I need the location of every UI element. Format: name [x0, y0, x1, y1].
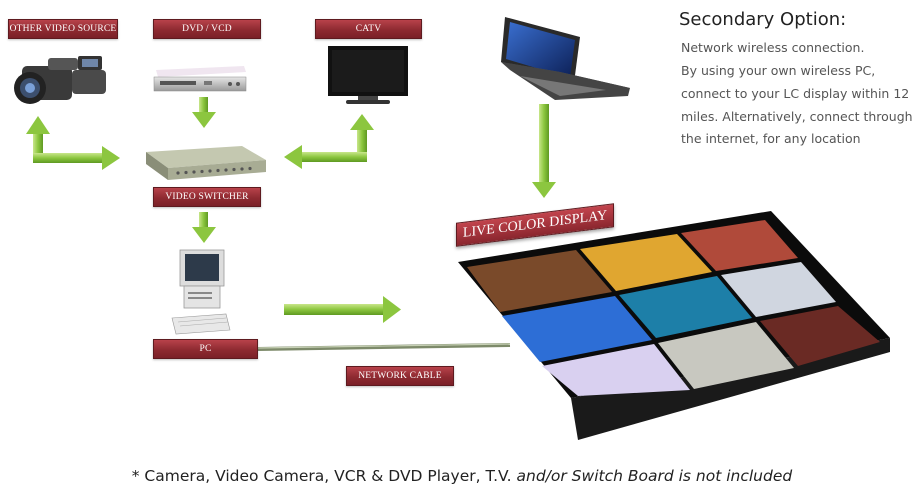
display-tiles: [467, 220, 880, 396]
label-video-switcher: VIDEO SWITCHER: [153, 187, 261, 207]
footnote: * Camera, Video Camera, VCR & DVD Player…: [0, 467, 924, 485]
arrow-camcorder-to-switcher: [26, 116, 120, 170]
label-catv: CATV: [315, 19, 422, 39]
video-switcher-icon: [146, 146, 266, 180]
secondary-option-title: Secondary Option:: [679, 9, 847, 30]
secondary-option-line: By using your own wireless PC,: [681, 63, 876, 78]
arrow-pc-to-display: [284, 296, 401, 323]
network-cable-line: [257, 343, 511, 351]
label-network-cable: NETWORK CABLE: [346, 366, 454, 386]
secondary-option-line: Network wireless connection.: [681, 40, 865, 55]
secondary-option-line: miles. Alternatively, connect through: [681, 109, 913, 124]
secondary-option-line: the internet, for any location: [681, 131, 861, 146]
arrow-catv-to-switcher: [284, 114, 374, 169]
footnote-italic: and/or Switch Board is not included: [516, 467, 793, 485]
arrow-dvd-to-switcher: [192, 97, 216, 128]
laptop-icon: [501, 17, 630, 100]
footnote-main: * Camera, Video Camera, VCR & DVD Player…: [131, 467, 517, 485]
dvd-player-icon: [153, 66, 247, 92]
camcorder-icon: [14, 56, 106, 104]
arrow-laptop-to-display: [532, 104, 556, 198]
label-other-video-source: OTHER VIDEO SOURCE: [8, 19, 118, 39]
desktop-pc-icon: [171, 249, 231, 335]
label-dvd-vcd: DVD / VCD: [153, 19, 261, 39]
arrow-switcher-to-pc: [192, 212, 216, 243]
led-display-wall-icon: [458, 211, 890, 440]
tv-icon: [328, 46, 408, 104]
label-pc: PC: [153, 339, 258, 359]
secondary-option-line: connect to your LC display within 12: [681, 86, 910, 101]
